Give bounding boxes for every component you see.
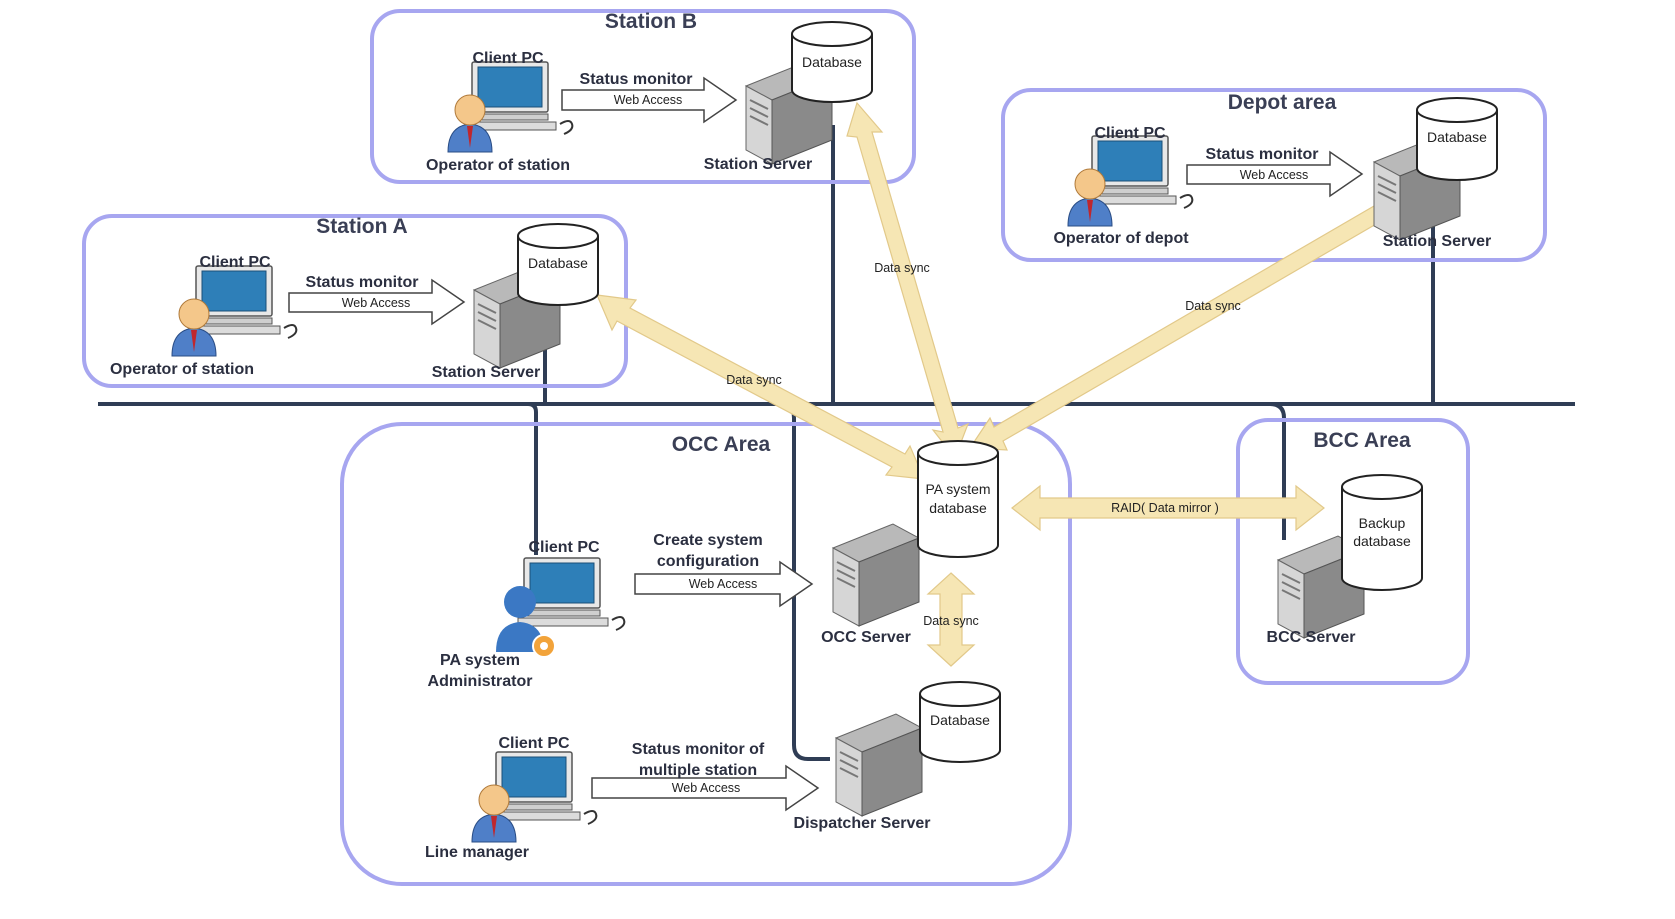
pa-db-label-line2: database: [929, 500, 987, 516]
bcc-area-title: BCC Area: [1313, 429, 1411, 452]
depot-area-title: Depot area: [1228, 91, 1337, 114]
database-cylinder-icon: [517, 223, 599, 306]
occ-admin-client-pc-label: Client PC: [528, 539, 600, 556]
multi-station-label-line1: Status monitor of: [632, 741, 765, 758]
station-a-server-label: Station Server: [432, 364, 540, 381]
database-cylinder-icon: [1416, 97, 1498, 181]
data-sync-label-dispatcher: Data sync: [923, 614, 979, 628]
station-b-operator-label: Operator of station: [426, 157, 570, 174]
depot-status-monitor-label: Status monitor: [1206, 146, 1319, 163]
data-sync-label-depot: Data sync: [1185, 299, 1241, 313]
bcc-area-region: [1236, 418, 1470, 685]
bcc-server-label: BCC Server: [1267, 629, 1356, 646]
occ-server-label: OCC Server: [821, 629, 911, 646]
depot-server-label: Station Server: [1383, 233, 1491, 250]
server-tower-icon: [835, 713, 923, 817]
station-a-operator-label: Operator of station: [110, 361, 254, 378]
database-cylinder-icon: [919, 681, 1001, 763]
server-tower-icon: [832, 523, 920, 627]
depot-client-pc-label: Client PC: [1094, 125, 1166, 142]
depot-database-label: Database: [1427, 129, 1487, 145]
dispatcher-database-label: Database: [930, 712, 990, 728]
create-config-label-line2: configuration: [657, 553, 759, 570]
web-access-arrow-icon: [288, 278, 466, 326]
line-manager-client-pc-label: Client PC: [498, 735, 570, 752]
web-access-arrow-icon: [561, 76, 738, 124]
station-b-database-label: Database: [802, 54, 862, 70]
station-a-web-access-label: Web Access: [342, 296, 411, 310]
backup-db-label-line2: database: [1353, 533, 1411, 549]
station-b-server-label: Station Server: [704, 156, 812, 173]
raid-label: RAID( Data mirror ): [1111, 501, 1219, 515]
pa-admin-label-line2: Administrator: [428, 673, 533, 690]
operator-person-icon: [171, 265, 298, 357]
database-cylinder-icon: [917, 440, 999, 558]
backup-db-label-line1: Backup: [1359, 515, 1406, 531]
operator-person-icon: [447, 61, 574, 153]
create-config-label-line1: Create system: [653, 532, 762, 549]
database-cylinder-icon: [1341, 474, 1423, 591]
occ-area-region: [340, 422, 1072, 886]
data-sync-label-station-b: Data sync: [874, 261, 930, 275]
dispatcher-server-label: Dispatcher Server: [794, 815, 931, 832]
station-b-status-monitor-label: Status monitor: [580, 71, 693, 88]
pa-db-label-line1: PA system: [925, 481, 990, 497]
web-access-arrow-icon: [1186, 150, 1364, 198]
operator-person-icon: [1067, 135, 1194, 227]
depot-area-region: [1001, 88, 1547, 262]
data-sync-label-station-a: Data sync: [726, 373, 782, 387]
operator-person-icon: [471, 751, 598, 843]
occ-admin-web-access-label: Web Access: [689, 577, 758, 591]
pa-admin-label-line1: PA system: [440, 652, 520, 669]
database-cylinder-icon: [791, 21, 873, 103]
station-a-title: Station A: [316, 215, 407, 238]
station-a-database-label: Database: [528, 255, 588, 271]
admin-person-icon: [495, 557, 626, 658]
web-access-arrow-icon: [634, 560, 814, 608]
web-access-arrow-icon: [591, 764, 820, 812]
depot-operator-label: Operator of depot: [1053, 230, 1189, 247]
station-b-region: [370, 9, 916, 184]
line-manager-web-access-label: Web Access: [672, 781, 741, 795]
station-a-client-pc-label: Client PC: [199, 254, 271, 271]
station-b-client-pc-label: Client PC: [472, 50, 544, 67]
depot-web-access-label: Web Access: [1240, 168, 1309, 182]
multi-station-label-line2: multiple station: [639, 762, 757, 779]
line-manager-label: Line manager: [425, 844, 529, 861]
station-a-status-monitor-label: Status monitor: [306, 274, 419, 291]
station-b-title: Station B: [605, 10, 697, 33]
station-b-web-access-label: Web Access: [614, 93, 683, 107]
occ-area-title: OCC Area: [672, 433, 771, 456]
